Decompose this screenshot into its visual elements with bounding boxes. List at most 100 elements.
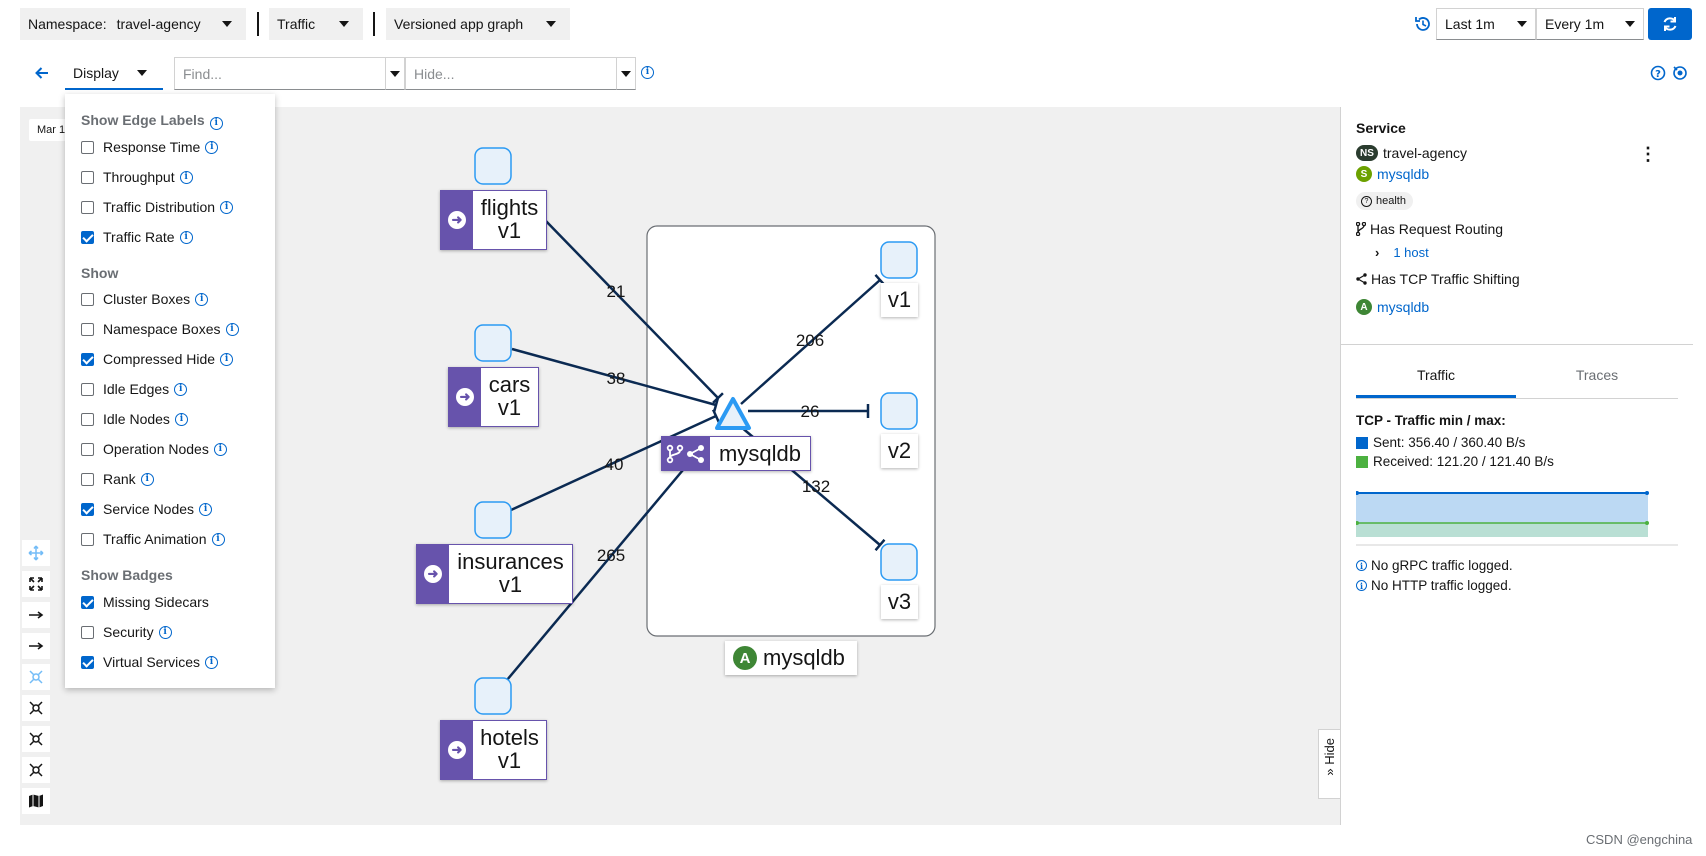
find-input[interactable]: Find... (174, 57, 386, 90)
checkbox[interactable] (81, 200, 94, 214)
zoom-in-button[interactable] (22, 602, 50, 628)
info-icon[interactable]: i (179, 170, 193, 184)
app-box-label[interactable]: A mysqldb (725, 641, 857, 675)
fit-to-screen-button[interactable] (22, 571, 50, 597)
display-dropdown[interactable]: Display (65, 57, 163, 90)
chevron-right-icon[interactable]: › (1375, 245, 1380, 260)
app-link[interactable]: mysqldb (1377, 299, 1430, 315)
info-icon[interactable]: i (220, 200, 234, 214)
info-icon[interactable]: i (220, 352, 234, 366)
version-label-v2[interactable]: v2 (881, 434, 918, 468)
layout-1-button[interactable] (22, 695, 50, 721)
hide-dropdown-toggle[interactable] (616, 57, 636, 90)
refresh-button[interactable] (1648, 8, 1692, 40)
info-icon[interactable]: i (225, 322, 239, 336)
info-icon[interactable]: i (199, 502, 213, 516)
service-label-insurances[interactable]: ➜ insurances v1 (416, 544, 573, 604)
namespace-dropdown[interactable]: Namespace: travel-agency (20, 8, 246, 40)
checkbox-checked[interactable] (81, 595, 94, 609)
service-label-hotels[interactable]: ➜ hotels v1 (440, 720, 547, 780)
legend-swatch (1356, 436, 1368, 449)
back-arrow-icon[interactable] (34, 65, 50, 81)
host-row[interactable]: › 1 host (1375, 245, 1429, 260)
checkbox[interactable] (81, 382, 94, 396)
info-icon[interactable]: i (174, 412, 188, 426)
tcp-shifting-row: Has TCP Traffic Shifting (1356, 271, 1520, 287)
checkbox[interactable] (81, 532, 94, 546)
filter-info-icon[interactable]: i (641, 66, 654, 79)
find-dropdown-toggle[interactable] (385, 57, 405, 90)
layout-default-button[interactable] (22, 664, 50, 690)
checkbox-checked[interactable] (81, 655, 94, 669)
question-circle-icon: ? (1361, 195, 1372, 207)
info-icon[interactable]: i (211, 532, 225, 546)
refresh-interval-select[interactable]: Every 1m (1536, 8, 1644, 40)
layout-3-button[interactable] (22, 757, 50, 783)
help-icon[interactable]: ? (1650, 65, 1666, 81)
checkbox[interactable] (81, 625, 94, 639)
checkbox[interactable] (81, 412, 94, 426)
option-missing-sidecars[interactable]: Missing Sidecars (81, 594, 209, 610)
info-icon[interactable]: i (158, 625, 172, 639)
service-link[interactable]: mysqldb (1377, 166, 1430, 182)
no-grpc-text: No gRPC traffic logged. (1371, 558, 1513, 573)
checkbox-checked[interactable] (81, 352, 94, 366)
service-label-cars[interactable]: ➜ cars v1 (448, 367, 539, 427)
service-label-flights[interactable]: ➜ flights v1 (440, 190, 547, 250)
info-icon[interactable]: i (213, 442, 227, 456)
layout-pan-button[interactable] (22, 540, 50, 566)
graph-type-dropdown[interactable]: Traffic (269, 8, 363, 40)
info-icon[interactable]: i (179, 230, 193, 244)
version-label-v1[interactable]: v1 (881, 283, 918, 317)
checkbox[interactable] (81, 322, 94, 336)
refresh-interval-value: Every 1m (1545, 16, 1605, 32)
info-icon[interactable]: i (205, 655, 219, 669)
health-chip[interactable]: ? health (1356, 192, 1413, 210)
layout-2-button[interactable] (22, 726, 50, 752)
duration-select[interactable]: Last 1m (1436, 8, 1536, 40)
replay-icon[interactable] (1672, 65, 1688, 81)
info-icon[interactable]: i (140, 472, 154, 486)
checkbox-checked[interactable] (81, 502, 94, 516)
zoom-out-button[interactable] (22, 633, 50, 659)
kebab-menu-icon[interactable]: ⋮ (1639, 144, 1657, 164)
service-node-label[interactable]: mysqldb (661, 436, 811, 471)
chevron-down-icon (339, 21, 349, 27)
checkbox[interactable] (81, 292, 94, 306)
service-name: flights (480, 195, 539, 220)
checkbox[interactable] (81, 170, 94, 184)
legend-button[interactable] (22, 788, 50, 814)
no-grpc-row: i No gRPC traffic logged. (1356, 558, 1513, 573)
hide-input[interactable]: Hide... (405, 57, 617, 90)
checkbox[interactable] (81, 472, 94, 486)
info-icon[interactable]: i (209, 117, 223, 130)
checkbox[interactable] (81, 442, 94, 456)
info-icon[interactable]: i (195, 292, 209, 306)
hide-panel-tab[interactable]: » Hide (1318, 729, 1340, 799)
tab-traces[interactable]: Traces (1516, 362, 1678, 398)
graph-view-dropdown[interactable]: Versioned app graph (386, 8, 570, 40)
info-icon[interactable]: i (205, 140, 219, 154)
version-label-v3[interactable]: v3 (881, 585, 918, 619)
date-chip: Mar 1 (29, 119, 69, 141)
host-link[interactable]: 1 host (1393, 245, 1429, 260)
checkbox[interactable] (81, 140, 94, 154)
checkbox-checked[interactable] (81, 230, 94, 244)
info-icon[interactable]: i (174, 382, 188, 396)
tab-traffic[interactable]: Traffic (1356, 362, 1516, 398)
